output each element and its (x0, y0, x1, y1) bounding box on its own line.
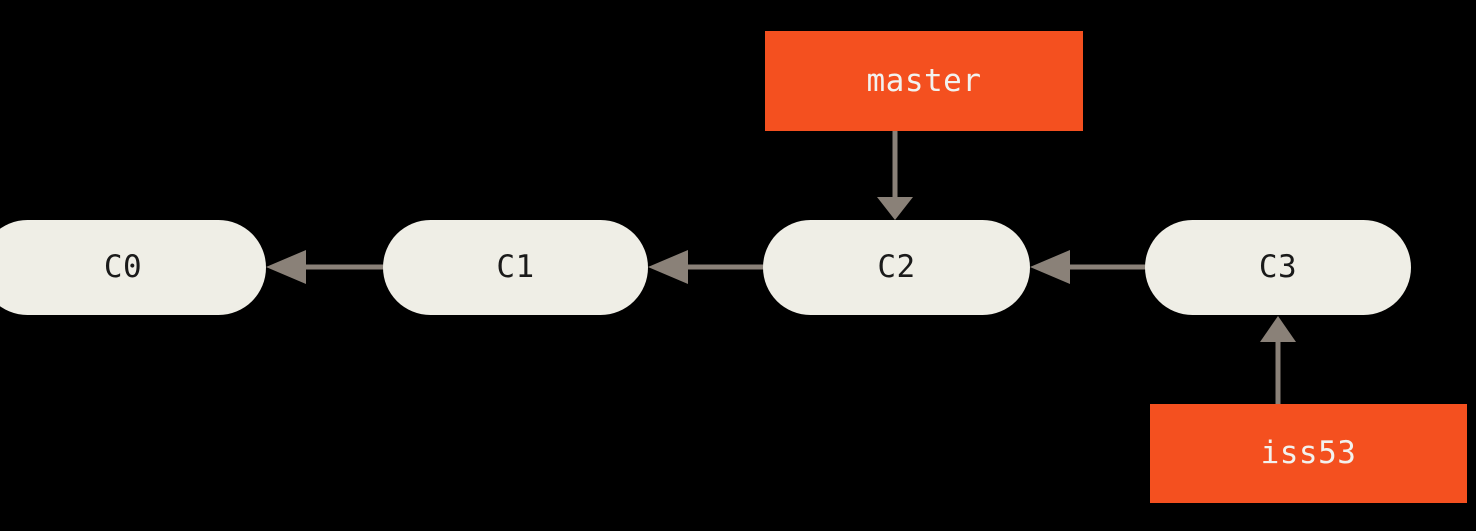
commit-node-c2[interactable]: C2 (763, 220, 1030, 315)
branch-box-iss53[interactable]: iss53 (1150, 404, 1467, 503)
branch-label-iss53: iss53 (1260, 435, 1357, 471)
edge-c3-to-c2 (1030, 250, 1158, 284)
branch-label-master: master (866, 62, 982, 99)
commit-label-c2: C2 (877, 249, 916, 285)
commit-node-c0[interactable]: C0 (0, 220, 266, 315)
commit-label-c1: C1 (496, 249, 535, 285)
commit-node-c3[interactable]: C3 (1145, 220, 1411, 315)
commit-label-c3: C3 (1258, 249, 1298, 285)
edge-c1-to-c0 (266, 250, 396, 284)
commit-label-c0: C0 (103, 249, 143, 285)
edge-master-to-c2 (877, 131, 913, 220)
edge-c2-to-c1 (648, 250, 776, 284)
branch-box-master[interactable]: master (765, 31, 1083, 131)
edge-iss53-to-c3 (1260, 316, 1296, 404)
commit-node-c1[interactable]: C1 (383, 220, 648, 315)
